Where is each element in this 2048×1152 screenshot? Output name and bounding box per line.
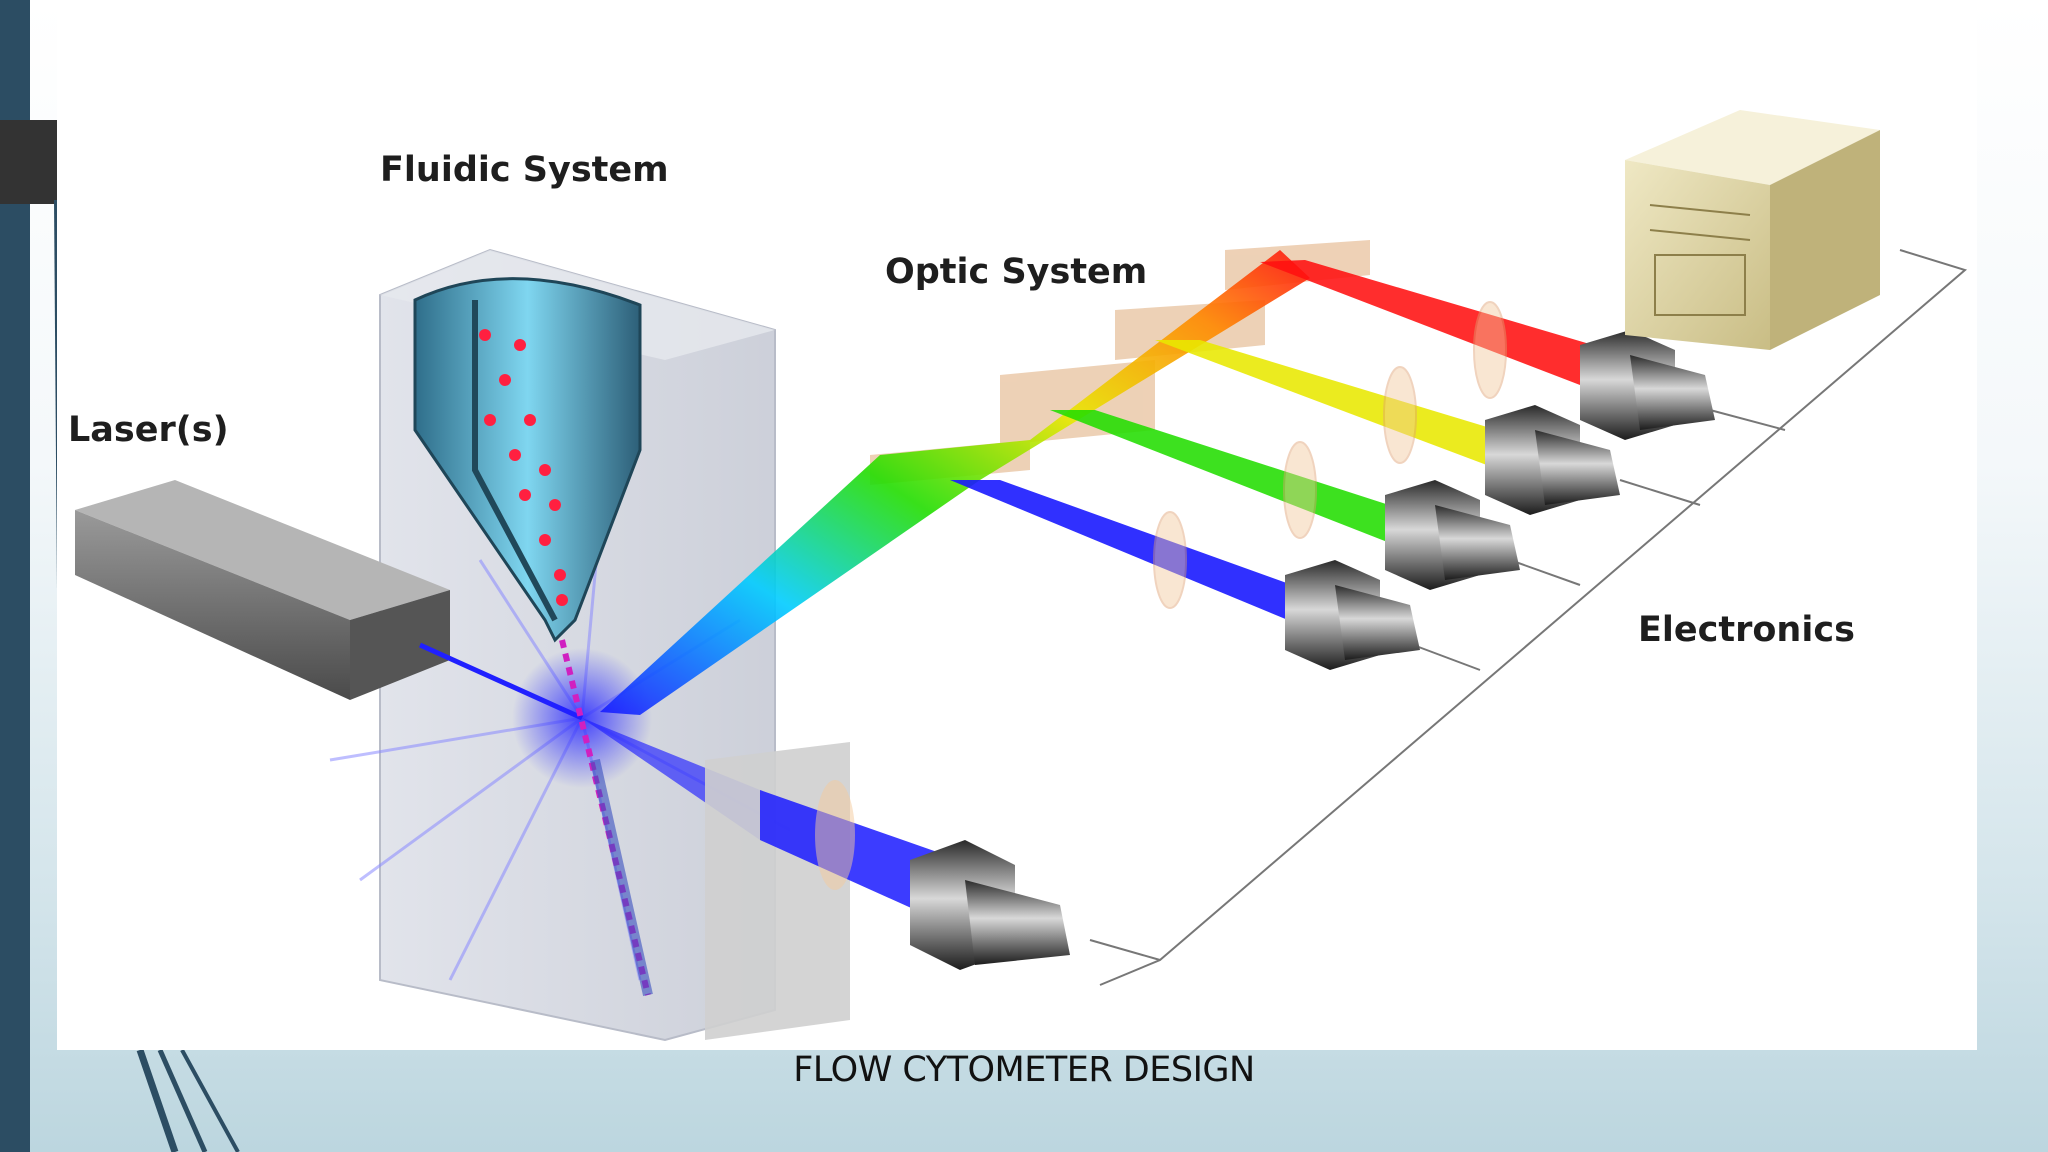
forward-scatter-path xyxy=(582,718,960,1040)
detector-yellow xyxy=(1485,405,1620,515)
filtered-beams xyxy=(950,260,1610,625)
emission-fan xyxy=(600,250,1310,715)
detector-green xyxy=(1385,480,1520,590)
electronics-wiring xyxy=(1089,249,1968,986)
label-electronics: Electronics xyxy=(1638,610,1855,650)
label-fluidic-system: Fluidic System xyxy=(380,150,669,190)
slide-caption: FLOW CYTOMETER DESIGN xyxy=(793,1050,1255,1090)
detectors xyxy=(910,330,1715,970)
sample-stream xyxy=(559,639,653,997)
cells-in-nozzle xyxy=(479,329,568,606)
slide-accent-tab xyxy=(0,120,57,204)
flow-cytometer-illustration xyxy=(75,110,1968,1042)
detector-forward-scatter xyxy=(910,840,1070,970)
flow-cytometer-figure: Fluidic System Optic System Laser(s) Ele… xyxy=(57,0,1977,1050)
focusing-lenses xyxy=(1153,301,1507,609)
detector-blue xyxy=(1285,560,1420,670)
computer xyxy=(1625,110,1880,350)
label-lasers: Laser(s) xyxy=(68,410,229,450)
laser-source xyxy=(75,480,584,721)
sheath-nozzle xyxy=(413,277,642,643)
detector-red xyxy=(1580,330,1715,440)
label-optic-system: Optic System xyxy=(885,252,1148,292)
